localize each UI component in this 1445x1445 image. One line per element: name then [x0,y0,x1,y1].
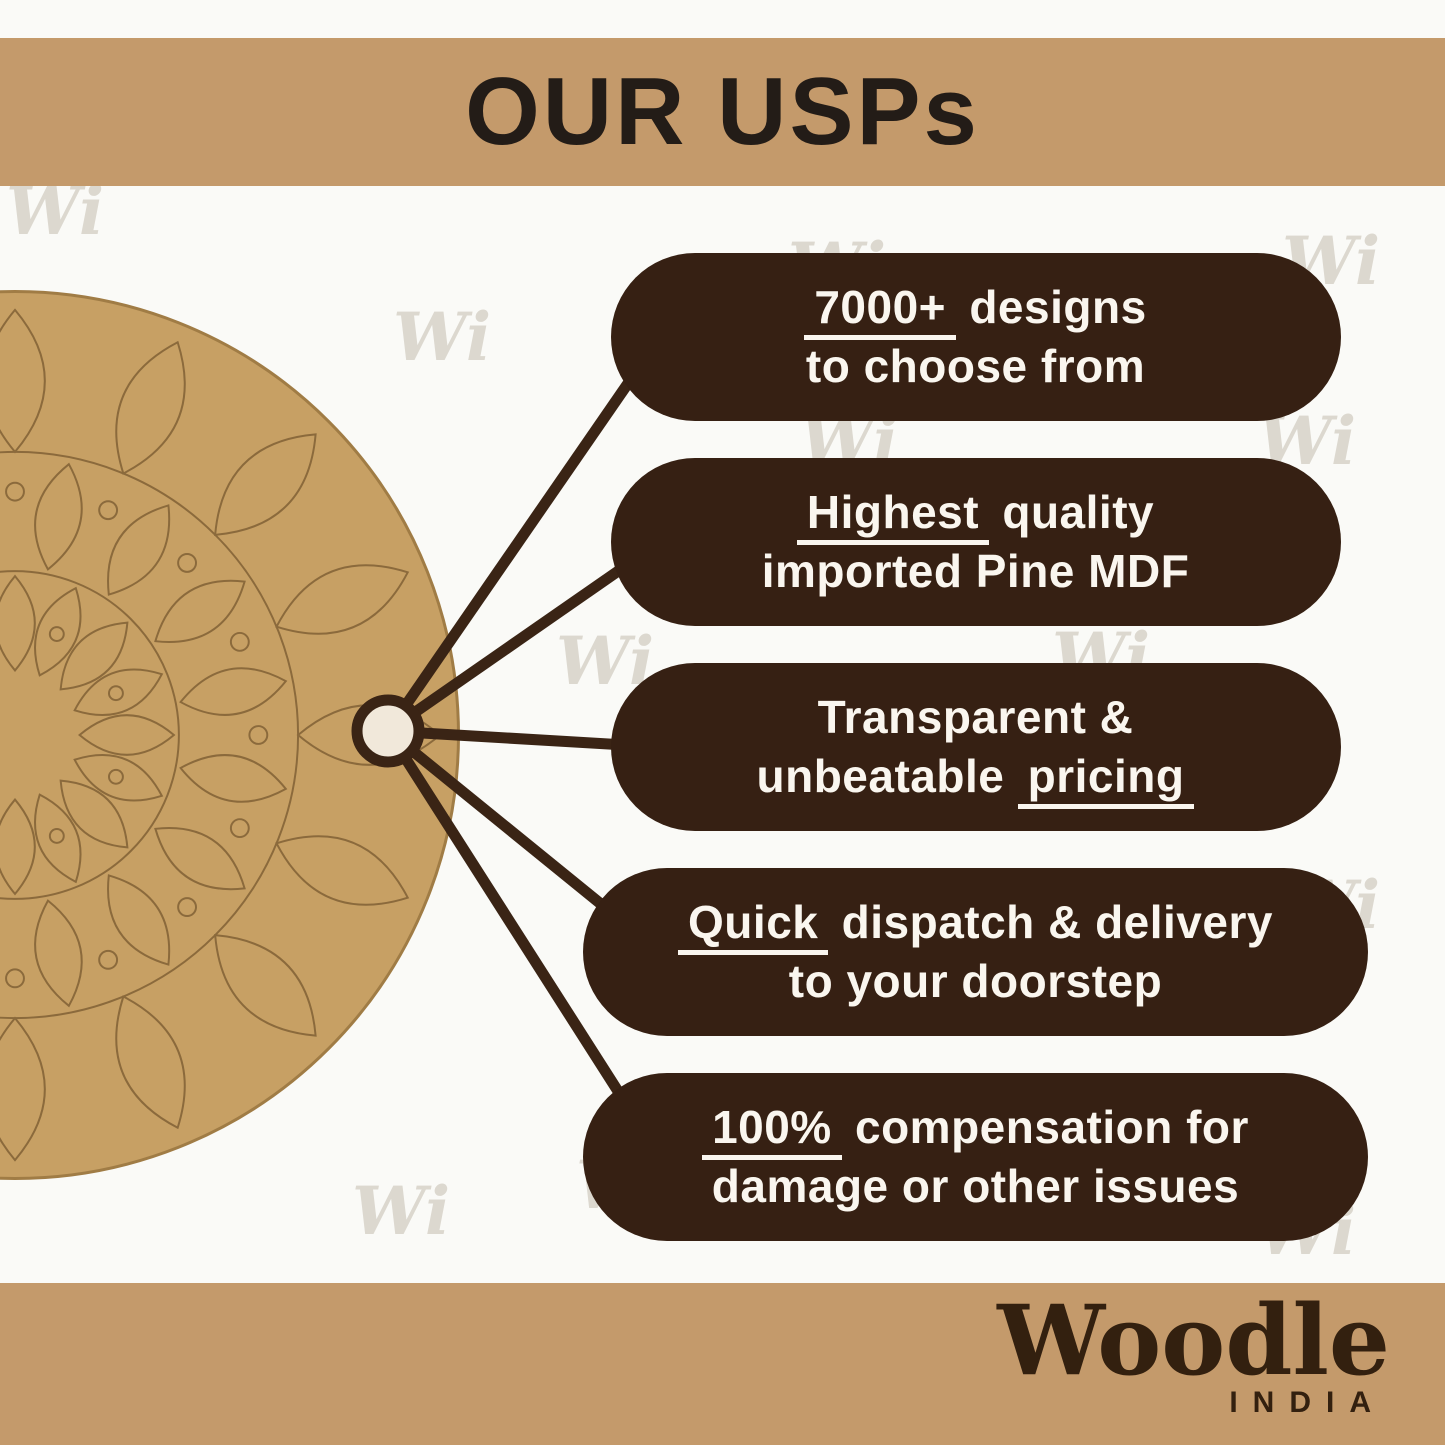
usp-text-post: compensation for [841,1101,1249,1154]
usp-text-pre: to your doorstep [788,955,1163,1007]
usp-text-post: designs [956,281,1147,334]
usp-line: 100% compensation for [702,1098,1249,1161]
usp-pill-quality: Highest quality imported Pine MDF [610,458,1341,626]
usp-text-pre: to choose from [805,340,1146,392]
usp-text-pre: unbeatable [756,750,1018,802]
usp-text-pre: imported Pine MDF [761,545,1190,597]
usp-pill-designs: 7000+ designs to choose from [610,253,1341,421]
watermark-wi: Wi [352,1172,451,1250]
usp-text-pre: damage or other issues [711,1160,1240,1212]
usp-text-post: quality [989,486,1155,539]
usp-line: damage or other issues [712,1157,1239,1216]
usp-line: to your doorstep [789,952,1162,1011]
usp-line: unbeatable pricing [756,747,1195,809]
usp-text-underlined: pricing [1017,750,1195,809]
page-title: OUR USPs [465,58,980,165]
brand-name: Woodle [997,1284,1390,1397]
usp-line: Highest quality [796,483,1155,546]
usp-text-underlined: Quick [678,896,829,956]
usp-text-underlined: 100% [702,1101,842,1161]
mdf-mandala-disc [0,290,460,1180]
usp-line: Transparent & [818,688,1134,747]
usp-text-post: dispatch & delivery [828,896,1273,949]
woodle-logo: Woodle INDIA [997,1284,1390,1420]
usp-text-underlined: 7000+ [804,281,957,341]
mandala-art [0,308,442,1162]
usp-pill-delivery: Quick dispatch & delivery to your doorst… [583,868,1368,1036]
usp-line: 7000+ designs [804,278,1147,341]
usp-line: to choose from [806,337,1145,396]
usp-pill-pricing: Transparent & unbeatable pricing [610,663,1341,831]
brand-country: INDIA [1229,1385,1386,1419]
usp-list: 7000+ designs to choose from Highest qua… [583,253,1368,1241]
usp-text-pre: Transparent & [817,691,1134,744]
top-banner: OUR USPs [0,38,1445,186]
usp-line: imported Pine MDF [762,542,1190,601]
usp-line: Quick dispatch & delivery [678,893,1273,956]
bottom-banner: Woodle INDIA [0,1283,1445,1445]
usp-pill-compensation: 100% compensation for damage or other is… [583,1073,1368,1241]
usp-text-underlined: Highest [796,486,990,546]
